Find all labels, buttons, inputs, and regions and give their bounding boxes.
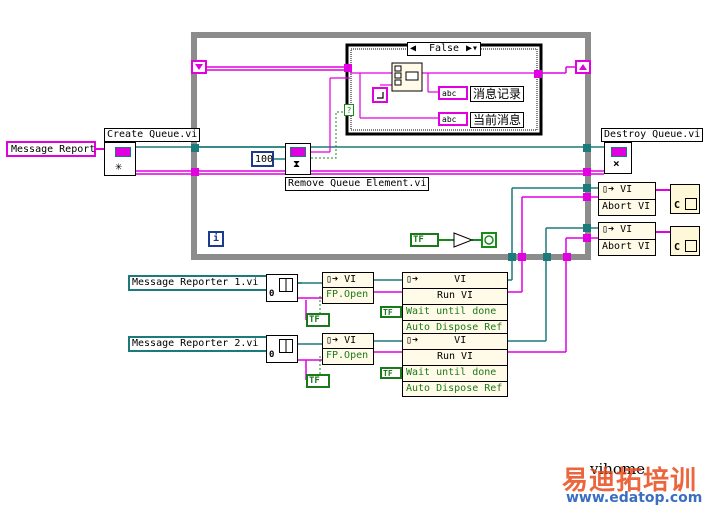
vi-ref-icon: ▯➜: [406, 274, 419, 285]
case-selector[interactable]: ◀ False ▶▾: [407, 42, 481, 56]
author-watermark: vihome: [590, 460, 646, 478]
message-reporter-2-path[interactable]: Message Reporter 2.vi: [128, 336, 268, 352]
vi-ref-icon: ▯➜: [406, 335, 419, 346]
true-constant-loop[interactable]: TF: [410, 233, 439, 247]
vi-ref-icon: ▯➜: [602, 184, 615, 195]
loop-tunnels: [191, 64, 591, 261]
concatenate-strings-node: [391, 62, 423, 92]
fp-open-property-2[interactable]: ▯➜ VI FP.Open: [322, 333, 374, 365]
run-vi-invoke-1[interactable]: ▯➜ VI Run VI Wait until done Auto Dispos…: [402, 272, 508, 334]
shift-register-left: [191, 60, 207, 74]
abort-vi-node-1[interactable]: ▯➜ VI Abort VI: [598, 182, 656, 216]
remove-queue-element-icon[interactable]: ⧗: [285, 143, 311, 175]
destroy-queue-label: Destroy Queue.vi: [601, 128, 704, 142]
vi-ref-icon: ▯➜: [326, 335, 339, 346]
timed-out-terminal: ?: [344, 104, 354, 116]
simple-error-handler-icon-1[interactable]: C: [670, 184, 700, 214]
open-vi-reference-icon-1[interactable]: 0: [266, 274, 298, 302]
site-url: www.edatop.com: [566, 490, 703, 506]
create-queue-icon[interactable]: ✳: [104, 142, 136, 176]
case-prev-arrow-icon[interactable]: ◀: [410, 43, 417, 54]
iteration-terminal: i: [208, 231, 224, 247]
true-constant-wait-1[interactable]: TF: [380, 306, 402, 318]
destroy-queue-icon[interactable]: ×: [604, 142, 632, 174]
vi-ref-icon: ▯➜: [602, 224, 615, 235]
current-message-indicator: 当前消息: [470, 112, 525, 128]
fp-open-property-1[interactable]: ▯➜ VI FP.Open: [322, 272, 374, 304]
site-logo-text: 易迪拓培训: [562, 466, 698, 496]
simple-error-handler-icon-2[interactable]: C: [670, 226, 700, 256]
message-report-control[interactable]: Message Report: [6, 141, 96, 157]
message-reporter-1-path[interactable]: Message Reporter 1.vi: [128, 275, 268, 291]
abc-terminal-1: abc: [438, 86, 468, 100]
timeout-constant[interactable]: 100: [251, 151, 274, 167]
shift-register-wire: [204, 66, 576, 74]
abort-vi-node-2[interactable]: ▯➜ VI Abort VI: [598, 222, 656, 256]
true-constant-fp-1[interactable]: TF: [306, 313, 330, 327]
abc-terminal-2: abc: [438, 112, 468, 126]
shift-register-right: [575, 60, 591, 74]
open-vi-reference-icon-2[interactable]: 0: [266, 335, 298, 363]
create-queue-label: Create Queue.vi: [104, 128, 201, 142]
run-vi-invoke-2[interactable]: ▯➜ VI Run VI Wait until done Auto Dispos…: [402, 333, 508, 397]
case-next-arrow-icon[interactable]: ▶▾: [465, 43, 478, 54]
message-record-indicator: 消息记录: [470, 86, 525, 102]
vi-ref-icon: ▯➜: [326, 274, 339, 285]
while-loop-structure: [191, 32, 591, 260]
error-wire: [136, 170, 604, 175]
loop-condition-icon: [481, 232, 497, 248]
not-function: [453, 232, 474, 248]
remove-queue-element-label: Remove Queue Element.vi: [285, 177, 430, 191]
true-constant-wait-2[interactable]: TF: [380, 367, 402, 379]
newline-constant: [372, 87, 388, 103]
true-constant-fp-2[interactable]: TF: [306, 374, 330, 388]
